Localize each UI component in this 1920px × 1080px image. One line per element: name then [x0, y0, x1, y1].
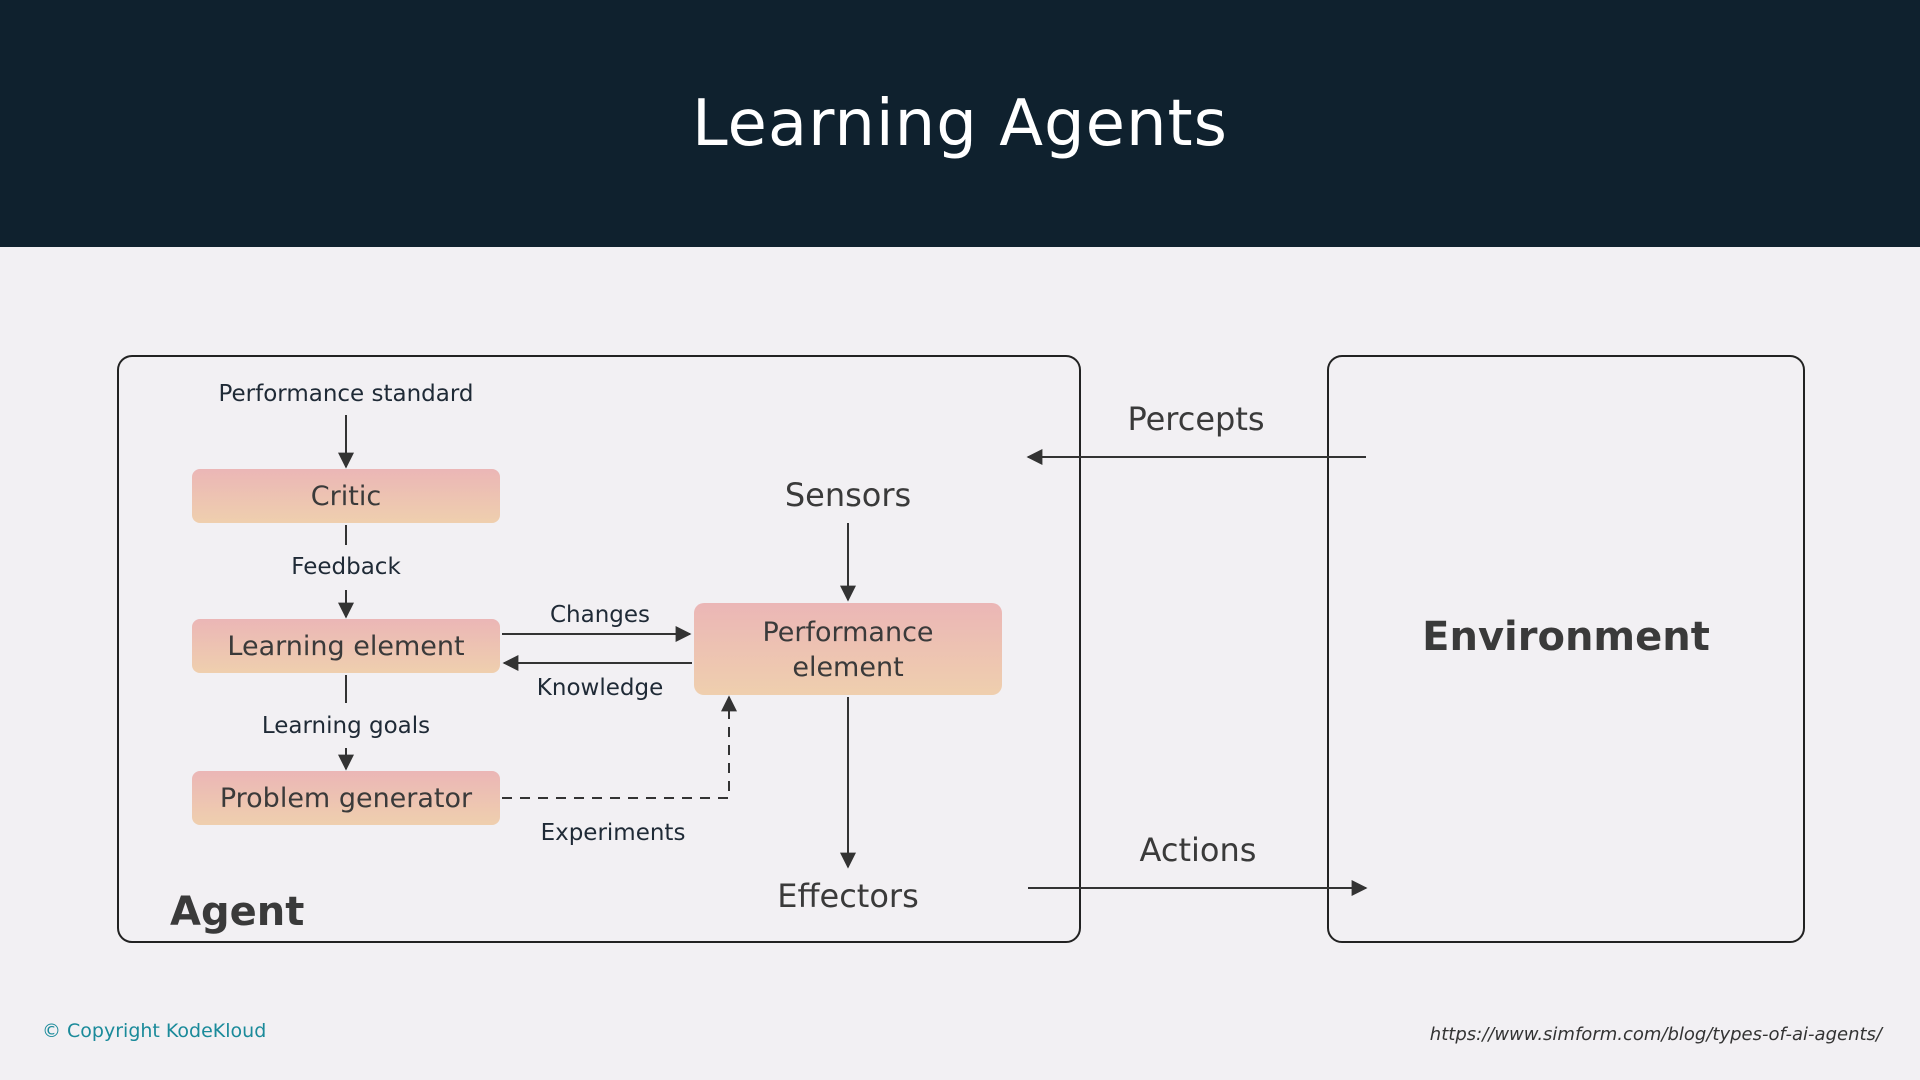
agent-container: [117, 355, 1081, 943]
critic-box: [192, 469, 500, 523]
environment-container: [1327, 355, 1805, 943]
learning-element-label: Learning element: [227, 631, 464, 662]
actions-label: Actions: [1140, 831, 1257, 869]
critic-label: Critic: [311, 481, 381, 512]
problem-generator-box: [192, 771, 500, 825]
changes-label: Changes: [550, 602, 650, 628]
sensors-label: Sensors: [785, 476, 911, 514]
performance-element-box: [694, 603, 1002, 695]
environment-label: Environment: [1422, 614, 1710, 660]
experiments-label: Experiments: [541, 820, 686, 846]
learning-goals-label: Learning goals: [262, 713, 430, 739]
copyright-text: © Copyright KodeKloud: [42, 1020, 267, 1042]
performance-standard-label: Performance standard: [218, 381, 473, 407]
performance-element-label-line2: element: [792, 652, 903, 683]
problem-generator-label: Problem generator: [220, 783, 473, 814]
percepts-label: Percepts: [1127, 400, 1264, 438]
feedback-label: Feedback: [291, 554, 401, 580]
slide-title: Learning Agents: [692, 86, 1228, 161]
source-url-text: https://www.simform.com/blog/types-of-ai…: [1429, 1024, 1882, 1045]
performance-element-label-line1: Performance: [762, 617, 933, 648]
experiments-dashed-arrow: [502, 695, 737, 799]
learning-element-box: [192, 619, 500, 673]
slide-header: Learning Agents: [0, 0, 1920, 247]
agent-label: Agent: [170, 889, 304, 935]
knowledge-label: Knowledge: [537, 675, 663, 701]
effectors-label: Effectors: [777, 877, 919, 915]
